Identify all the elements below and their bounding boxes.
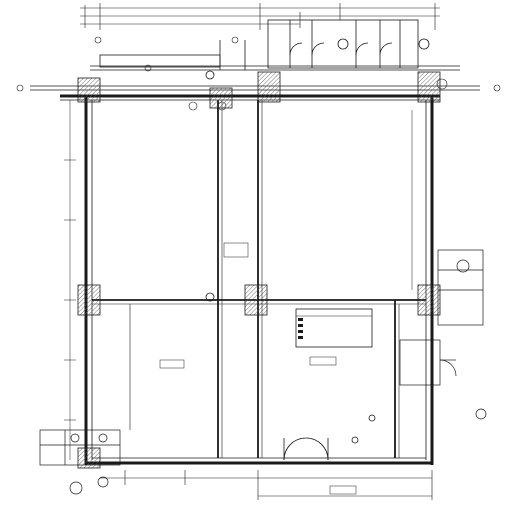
grid-bubble-b (205, 292, 215, 302)
room-label-center (223, 242, 249, 258)
interior-partitions (92, 100, 426, 458)
legend-box (295, 308, 373, 348)
misc-markers (16, 36, 501, 111)
structural-columns (77, 71, 441, 469)
grid-bubble-a (205, 70, 215, 80)
bottom-dimension-box (329, 485, 357, 495)
right-stair-lobby (399, 249, 487, 420)
bottom-dimension-lines (100, 470, 433, 500)
left-dimension-lines (64, 100, 413, 460)
exterior-walls (60, 94, 440, 465)
room-label-right (309, 356, 337, 366)
upper-service-rooms (99, 19, 430, 70)
room-label-left (159, 359, 185, 369)
top-dimension-lines (80, 3, 440, 30)
interior-partitions-thin (92, 100, 426, 458)
entrance-double-door (283, 414, 376, 461)
lower-left-service (39, 429, 121, 495)
wall-inner-lines (30, 65, 480, 460)
